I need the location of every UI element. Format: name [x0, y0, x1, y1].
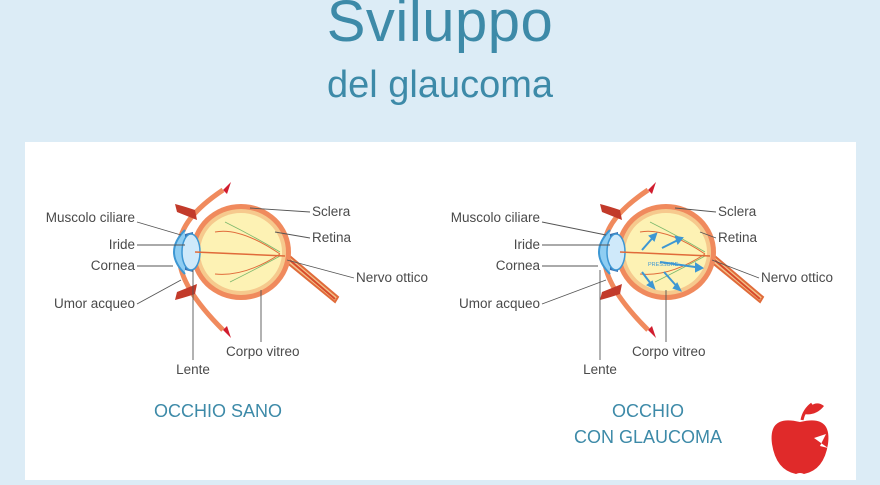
label-muscolo-ciliare: Muscolo ciliare [46, 210, 135, 225]
page-subtitle: del glaucoma [326, 64, 554, 106]
label-nervo-ottico: Nervo ottico [356, 270, 428, 285]
label-sclera: Sclera [718, 204, 757, 219]
healthy-labels: Muscolo ciliare Iride Cornea Umor acqueo… [46, 204, 428, 377]
label-iride: Iride [109, 237, 135, 252]
label-lente: Lente [583, 362, 617, 377]
glaucoma-labels: Muscolo ciliare Iride Cornea Umor acqueo… [451, 204, 833, 377]
label-iride: Iride [514, 237, 540, 252]
caption-healthy: OCCHIO SANO [154, 401, 282, 421]
label-lente: Lente [176, 362, 210, 377]
label-nervo-ottico: Nervo ottico [761, 270, 833, 285]
label-cornea: Cornea [496, 258, 541, 273]
pressure-arrows [641, 232, 704, 292]
label-sclera: Sclera [312, 204, 351, 219]
label-muscolo-ciliare: Muscolo ciliare [451, 210, 540, 225]
label-umor-acqueo: Umor acqueo [54, 296, 135, 311]
caption-glaucoma-line1: OCCHIO [612, 401, 684, 421]
page-title: Sviluppo [326, 0, 554, 54]
label-umor-acqueo: Umor acqueo [459, 296, 540, 311]
caption-glaucoma-line2: CON GLAUCOMA [574, 427, 722, 447]
label-retina: Retina [718, 230, 758, 245]
pressure-label: PRESSURE [648, 262, 679, 268]
label-corpo-vitreo: Corpo vitreo [632, 344, 706, 359]
apple-logo [771, 402, 829, 474]
diagram-panel: PRESSURE Muscolo ciliare Iride Cornea Um… [25, 142, 856, 480]
diagram-svg: PRESSURE Muscolo ciliare Iride Cornea Um… [46, 182, 833, 474]
label-corpo-vitreo: Corpo vitreo [226, 344, 300, 359]
label-cornea: Cornea [91, 258, 136, 273]
label-retina: Retina [312, 230, 352, 245]
glaucoma-eye-illustration: PRESSURE [598, 182, 764, 338]
healthy-eye-illustration [173, 182, 339, 338]
